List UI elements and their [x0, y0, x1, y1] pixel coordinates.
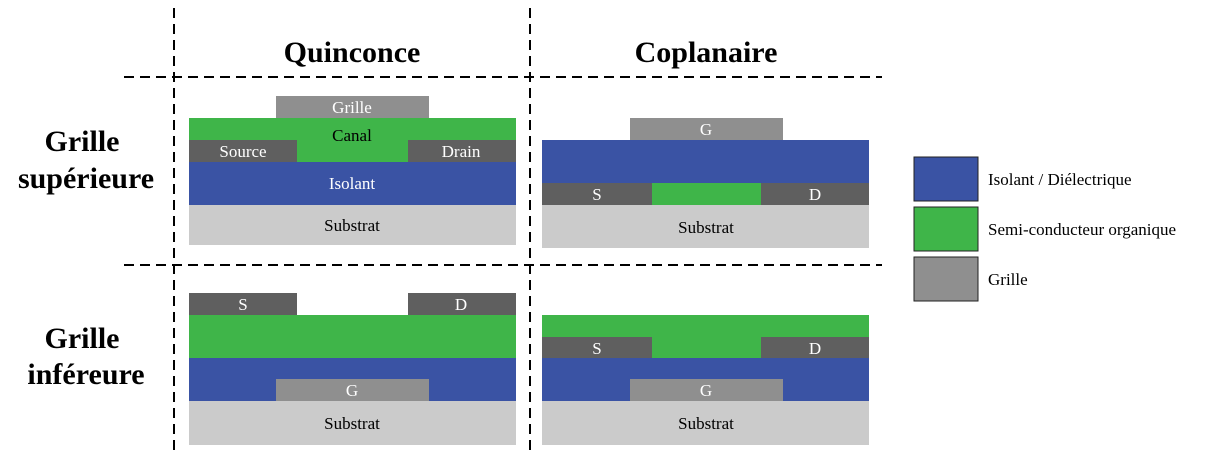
column-header-staggered: Quinconce	[284, 36, 421, 69]
source-electrode	[189, 140, 297, 162]
gate-electrode	[630, 379, 783, 401]
insulator-label: Isolant	[329, 174, 376, 193]
semiconductor-layer	[189, 315, 516, 358]
cell-top-gate-staggered: Grille Canal Source Drain Isolant Substr…	[189, 96, 516, 245]
legend-item-semiconductor: Semi-conducteur organique	[913, 206, 1176, 252]
legend-label-semiconductor: Semi-conducteur organique	[988, 220, 1176, 239]
legend-swatch-gate	[913, 256, 979, 302]
legend-label-insulator: Isolant / Diélectrique	[988, 170, 1132, 189]
legend-swatch-insulator	[913, 156, 979, 202]
legend: Isolant / Diélectrique Semi-conducteur o…	[913, 156, 1176, 302]
gate-electrode	[276, 96, 429, 118]
cell-top-gate-coplanar: G S D Substrat	[542, 118, 869, 248]
drain-electrode	[408, 293, 516, 315]
source-electrode	[189, 293, 297, 315]
insulator-layer	[189, 162, 516, 205]
gate-label: G	[346, 381, 358, 400]
row-header-top-gate-line2: supérieure	[18, 162, 154, 195]
substrate-layer	[189, 401, 516, 445]
substrate-label: Substrat	[324, 414, 380, 433]
source-label: S	[592, 339, 601, 358]
row-header-bottom-gate-line2: inféreure	[27, 358, 144, 391]
gate-label: G	[700, 381, 712, 400]
drain-label: D	[809, 339, 821, 358]
source-label: S	[592, 185, 601, 204]
legend-item-insulator: Isolant / Diélectrique	[913, 156, 1132, 202]
substrate-label: Substrat	[678, 218, 734, 237]
source-electrode	[542, 337, 652, 358]
source-electrode	[542, 183, 652, 205]
legend-label-gate: Grille	[988, 270, 1028, 289]
semiconductor-layer	[542, 315, 869, 358]
semiconductor-channel	[189, 118, 516, 162]
gate-label: G	[700, 120, 712, 139]
grid-lines	[124, 8, 882, 456]
source-label: Source	[219, 142, 266, 161]
insulator-layer	[542, 140, 869, 183]
substrate-layer	[542, 205, 869, 248]
row-header-bottom-gate-line1: Grille	[45, 322, 120, 355]
drain-label: D	[809, 185, 821, 204]
column-header-coplanar: Coplanaire	[635, 36, 778, 69]
drain-label: Drain	[442, 142, 481, 161]
gate-electrode	[630, 118, 783, 140]
substrate-layer	[542, 401, 869, 445]
substrate-label: Substrat	[324, 216, 380, 235]
semiconductor-channel	[652, 183, 761, 205]
drain-electrode	[408, 140, 516, 162]
row-header-top-gate-line1: Grille	[45, 125, 120, 158]
substrate-label: Substrat	[678, 414, 734, 433]
gate-label: Grille	[332, 98, 372, 117]
legend-swatch-semiconductor	[913, 206, 979, 252]
cell-bottom-gate-staggered: S D G Substrat	[189, 293, 516, 445]
drain-electrode	[761, 337, 869, 358]
gate-electrode	[276, 379, 429, 401]
substrate-layer	[189, 205, 516, 245]
cell-bottom-gate-coplanar: S D G Substrat	[542, 315, 869, 445]
drain-label: D	[455, 295, 467, 314]
source-label: S	[238, 295, 247, 314]
channel-label: Canal	[332, 126, 372, 145]
legend-item-gate: Grille	[913, 256, 1028, 302]
drain-electrode	[761, 183, 869, 205]
